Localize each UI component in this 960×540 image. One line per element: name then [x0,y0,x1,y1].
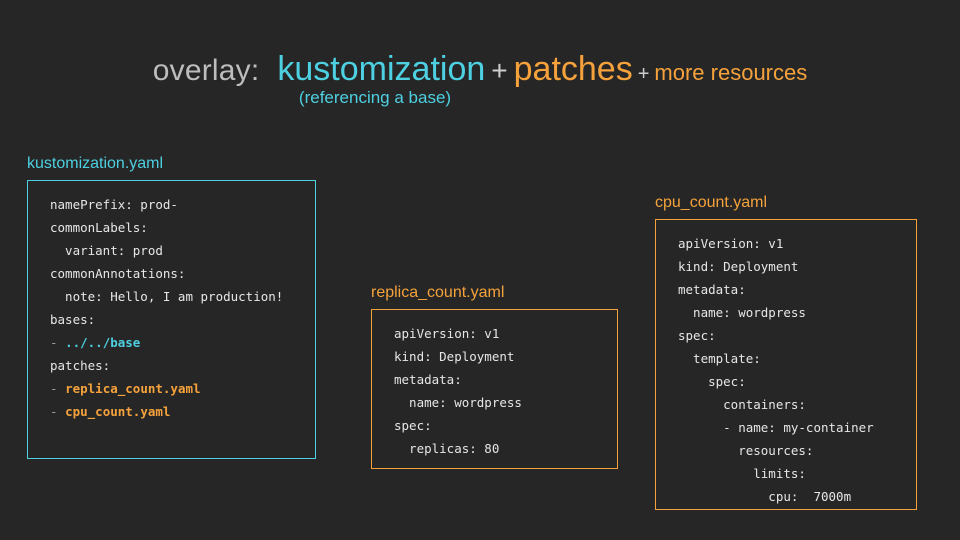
code-token: bases: [50,312,96,327]
slide-subheading: (referencing a base) [0,88,960,108]
code-line: replicas: 80 [394,437,603,460]
code-line: - ../../base [50,331,301,354]
code-line: name: wordpress [678,301,902,324]
code-line: kind: Deployment [678,255,902,278]
code-token: commonLabels: [50,220,148,235]
code-token: containers: [678,397,806,412]
code-line: spec: [678,370,902,393]
code-line: kind: Deployment [394,345,603,368]
code-token: metadata: [678,282,746,297]
code-token: namePrefix: prod- [50,197,178,212]
code-line: metadata: [394,368,603,391]
code-token: name: wordpress [678,305,806,320]
code-line: namePrefix: prod- [50,193,301,216]
code-line: resources: [678,439,902,462]
code-line: spec: [394,414,603,437]
code-token: kind: Deployment [394,349,515,364]
code-token: commonAnnotations: [50,266,186,281]
file-card-kustomization: kustomization.yaml namePrefix: prod-comm… [27,156,316,459]
code-token: name: wordpress [394,395,522,410]
subheading-text: (referencing a base) [298,88,452,107]
code-token: apiVersion: v1 [678,236,784,251]
code-token: replica_count.yaml [65,381,201,396]
code-token: kind: Deployment [678,259,799,274]
code-line: metadata: [678,278,902,301]
code-token: limits: [678,466,806,481]
code-token: - name: my-container [678,420,874,435]
slide-heading: overlay:kustomization+patches+more resou… [0,50,960,89]
code-line: - name: my-container [678,416,902,439]
code-line: cpu: 7000m [678,485,902,508]
code-line: spec: [678,324,902,347]
code-line: variant: prod [50,239,301,262]
code-token: spec: [678,328,716,343]
heading-overlay-label: overlay: [152,54,260,87]
code-token: metadata: [394,372,462,387]
file-card-cpu-count: cpu_count.yaml apiVersion: v1 kind: Deplo… [655,195,917,510]
code-line: bases: [50,308,301,331]
heading-patches: patches [513,50,633,88]
code-token: apiVersion: v1 [394,326,500,341]
file-card-title: cpu_count.yaml [655,194,768,211]
code-line: - replica_count.yaml [50,377,301,400]
code-line: patches: [50,354,301,377]
file-card-replica-count: replica_count.yaml apiVersion: v1 kind: D… [371,285,618,469]
file-card-title: replica_count.yaml [371,284,505,301]
code-token: resources: [678,443,814,458]
heading-more-resources: more resources [654,60,808,85]
code-line: apiVersion: v1 [678,232,902,255]
code-block-kustomization: namePrefix: prod-commonLabels: variant: … [27,180,316,459]
code-line: containers: [678,393,902,416]
code-token: cpu: 7000m [678,489,852,504]
code-line: apiVersion: v1 [394,322,603,345]
code-line: note: Hello, I am production! [50,285,301,308]
file-card-title: kustomization.yaml [27,155,164,172]
code-token: template: [678,351,761,366]
code-token: spec: [394,418,432,433]
code-token: - [50,381,66,396]
code-token: variant: prod [50,243,163,258]
code-token: patches: [50,358,111,373]
heading-plus-second: + [637,63,650,85]
code-token: ../../base [65,335,141,350]
code-token: replicas: 80 [394,441,500,456]
code-token: - [50,404,66,419]
code-line: name: wordpress [394,391,603,414]
heading-plus-first: + [491,55,508,86]
code-line: limits: [678,462,902,485]
code-token: spec: [678,374,746,389]
code-line: template: [678,347,902,370]
code-line: commonAnnotations: [50,262,301,285]
code-token: - [50,335,66,350]
heading-kustomization: kustomization [277,50,486,88]
code-token: cpu_count.yaml [65,404,171,419]
code-line: - cpu_count.yaml [50,400,301,423]
code-line: commonLabels: [50,216,301,239]
code-token: note: Hello, I am production! [50,289,284,304]
